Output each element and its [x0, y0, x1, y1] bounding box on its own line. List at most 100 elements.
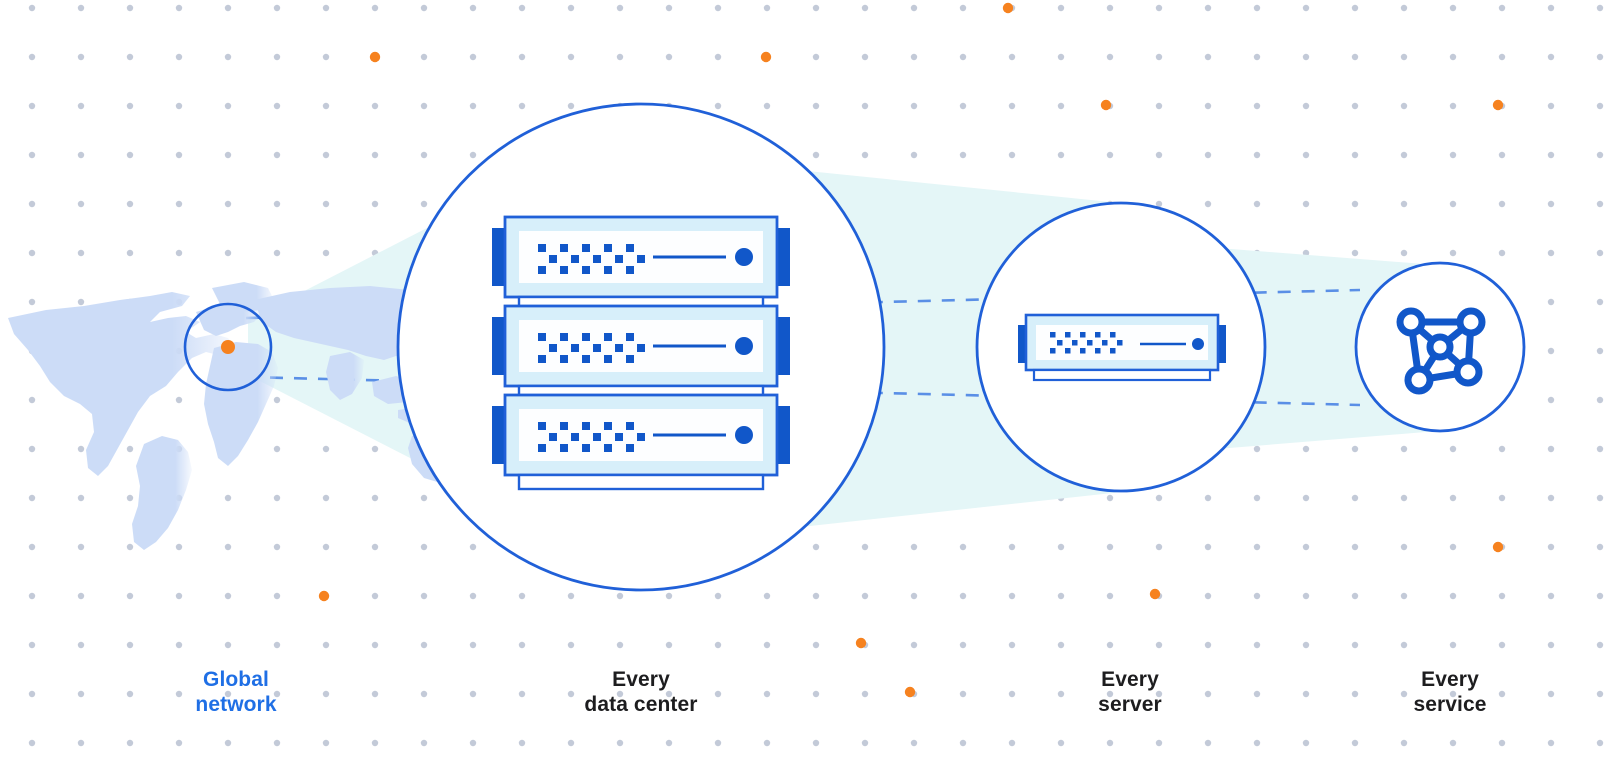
grid-dot: [1106, 494, 1114, 502]
grid-dot: [812, 543, 820, 551]
grid-dot: [567, 53, 575, 61]
grid-dot: [1400, 249, 1408, 257]
grid-dot: [1547, 592, 1555, 600]
grid-dot: [322, 739, 330, 747]
grid-dot: [1204, 4, 1212, 12]
grid-dot: [1253, 200, 1261, 208]
grid-dot: [1449, 592, 1457, 600]
grid-dot: [371, 739, 379, 747]
grid-dot: [371, 445, 379, 453]
grid-dot: [273, 641, 281, 649]
grid-dot: [77, 592, 85, 600]
grid-dot-accent: [1492, 99, 1504, 111]
grid-dot: [518, 102, 526, 110]
grid-dot: [224, 4, 232, 12]
grid-dot: [1253, 494, 1261, 502]
grid-dot: [28, 641, 36, 649]
grid-dot: [77, 200, 85, 208]
grid-dot: [371, 200, 379, 208]
grid-dot: [1155, 739, 1163, 747]
network-node-bottom-left: [1404, 365, 1434, 395]
grid-dot: [1596, 641, 1604, 649]
grid-dot: [616, 690, 624, 698]
grid-dot: [1302, 641, 1310, 649]
server-unit-1: [492, 215, 790, 299]
grid-dot: [1547, 543, 1555, 551]
grid-dot: [420, 739, 428, 747]
grid-dot: [1400, 151, 1408, 159]
grid-dot: [714, 53, 722, 61]
global-highlight-circle: [183, 302, 273, 392]
grid-dot: [371, 102, 379, 110]
grid-dot: [469, 102, 477, 110]
grid-dot: [1547, 690, 1555, 698]
grid-dot: [28, 543, 36, 551]
grid-dot: [371, 494, 379, 502]
grid-dot: [1155, 200, 1163, 208]
grid-dot: [1596, 151, 1604, 159]
grid-dot: [1547, 396, 1555, 404]
grid-dot: [1400, 641, 1408, 649]
grid-dot: [1008, 739, 1016, 747]
grid-dot: [1302, 739, 1310, 747]
grid-dot: [1596, 690, 1604, 698]
grid-dot: [567, 4, 575, 12]
grid-dot: [1498, 739, 1506, 747]
grid-dot: [420, 151, 428, 159]
grid-dot: [1106, 4, 1114, 12]
single-server-led-matrix: [1050, 332, 1123, 354]
grid-dot: [665, 690, 673, 698]
stage-every-service[interactable]: [1354, 261, 1526, 433]
grid-dot: [420, 494, 428, 502]
grid-dot: [469, 543, 477, 551]
grid-dot: [322, 151, 330, 159]
grid-dot: [812, 102, 820, 110]
grid-dot: [714, 592, 722, 600]
grid-dot: [224, 494, 232, 502]
grid-dot: [812, 641, 820, 649]
rack-base-plate: [517, 473, 765, 491]
grid-dot: [175, 102, 183, 110]
grid-dot: [77, 53, 85, 61]
grid-dot: [1155, 151, 1163, 159]
grid-dot: [322, 53, 330, 61]
grid-dot: [1106, 592, 1114, 600]
grid-dot: [1351, 53, 1359, 61]
grid-dot: [77, 102, 85, 110]
grid-dot: [1351, 641, 1359, 649]
grid-dot: [1547, 347, 1555, 355]
grid-dot: [1302, 494, 1310, 502]
grid-dot: [1302, 102, 1310, 110]
grid-dot: [1547, 445, 1555, 453]
grid-dot: [1498, 445, 1506, 453]
grid-dot: [959, 102, 967, 110]
grid-dot: [322, 4, 330, 12]
grid-dot-accent: [855, 637, 867, 649]
grid-dot: [77, 641, 85, 649]
grid-dot: [1351, 151, 1359, 159]
single-server-status-led: [1192, 338, 1204, 350]
network-nodes-icon: [1396, 307, 1486, 395]
grid-dot: [224, 739, 232, 747]
grid-dot: [1547, 249, 1555, 257]
grid-dot: [77, 4, 85, 12]
server-unit-3: [492, 393, 790, 477]
grid-dot: [1253, 151, 1261, 159]
grid-dot: [567, 102, 575, 110]
grid-dot: [126, 739, 134, 747]
stage-every-data-center[interactable]: [396, 102, 886, 592]
grid-dot: [1596, 102, 1604, 110]
grid-dot: [1302, 543, 1310, 551]
grid-dot: [1400, 543, 1408, 551]
grid-dot: [1106, 151, 1114, 159]
grid-dot: [322, 249, 330, 257]
grid-dot: [1449, 445, 1457, 453]
grid-dot: [1106, 543, 1114, 551]
stage-every-server[interactable]: [975, 201, 1267, 493]
grid-dot: [1204, 102, 1212, 110]
grid-dot: [1008, 151, 1016, 159]
grid-dot: [1204, 200, 1212, 208]
grid-dot: [273, 151, 281, 159]
grid-dot: [28, 494, 36, 502]
grid-dot: [861, 4, 869, 12]
